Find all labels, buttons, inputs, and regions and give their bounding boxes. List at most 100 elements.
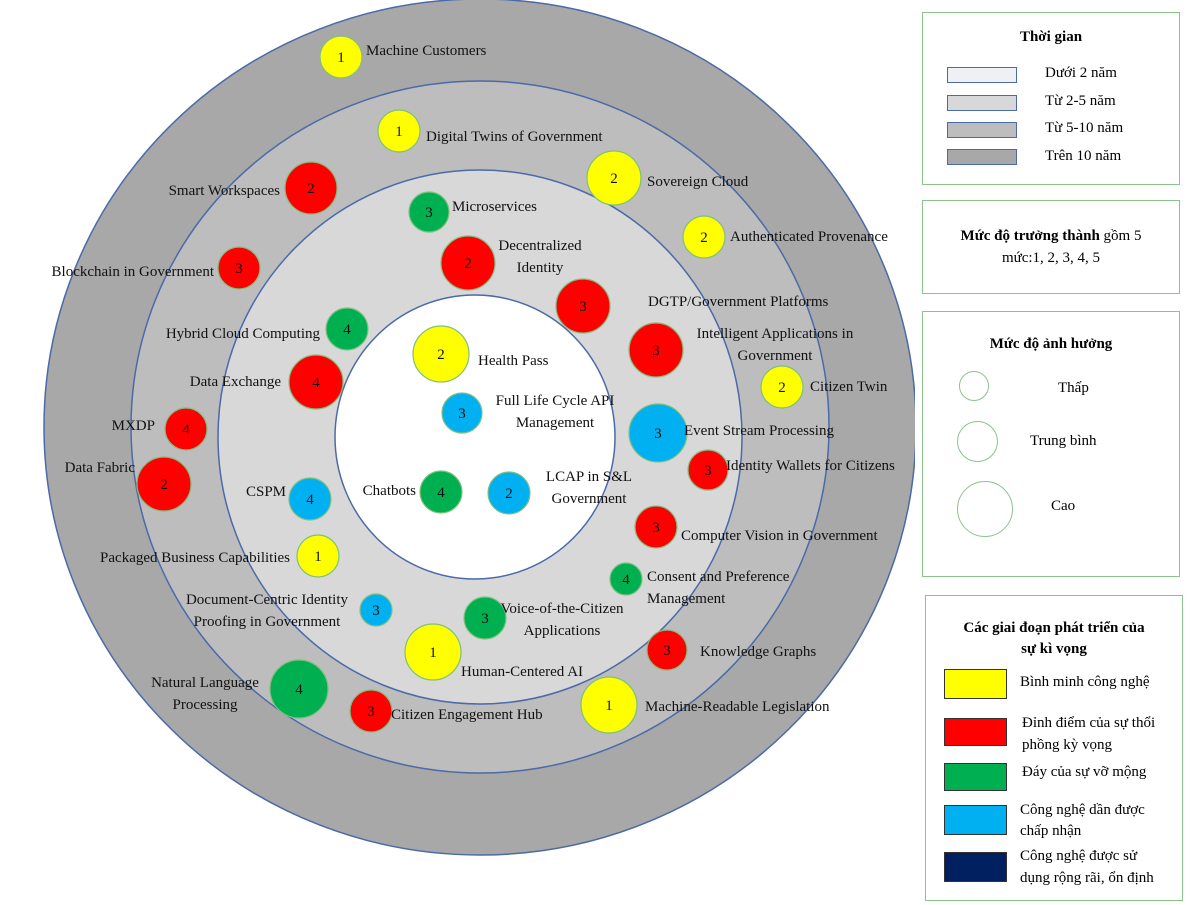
blip-level-identity-wallets-for-citizens: 3 (704, 463, 712, 479)
blip-label-packaged-business-capabilities: Packaged Business Capabilities (100, 550, 290, 566)
stage-slope-swatch (944, 805, 1007, 835)
blip-label-computer-vision-in-government: Computer Vision in Government (681, 528, 879, 544)
legend-time-label-3: Từ 5-10 năm (1045, 120, 1124, 136)
blip-level-health-pass: 2 (437, 347, 445, 363)
blip-microservices (408, 191, 450, 233)
blip-cspm (288, 477, 332, 521)
blip-level-machine-customers: 1 (337, 50, 345, 66)
blip-level-authenticated-provenance: 2 (700, 230, 708, 246)
blip-label-chatbots: Chatbots (363, 483, 416, 499)
blip-level-microservices: 3 (425, 205, 433, 221)
blip-level-digital-twins-of-government: 1 (395, 124, 403, 140)
blip-label-cspm: CSPM (246, 484, 286, 500)
blip-level-event-stream-processing: 3 (654, 426, 662, 442)
blip-level-chatbots: 4 (437, 485, 445, 501)
blip-dgtp-government-platforms (555, 278, 611, 334)
impact-high-label: Cao (1051, 498, 1076, 514)
blip-smart-workspaces (284, 161, 338, 215)
blip-label-citizen-twin: Citizen Twin (810, 379, 888, 395)
blip-level-document-centric-identity-proofing-in-government: 3 (372, 603, 380, 619)
blip-level-computer-vision-in-government: 3 (652, 520, 660, 536)
blip-level-sovereign-cloud: 2 (610, 171, 618, 187)
legend-stage-title-1: Các giai đoạn phát triển của (963, 620, 1145, 636)
stage-peak-swatch (944, 718, 1007, 746)
legend-maturity-title: Mức độ trưởng thành (960, 228, 1100, 244)
blip-level-decentralized-identity: 2 (464, 256, 472, 272)
stage-plateau-label-2: dụng rộng rãi, ổn định (1020, 870, 1154, 886)
blip-citizen-twin (760, 365, 804, 409)
blip-label-authenticated-provenance: Authenticated Provenance (730, 229, 888, 245)
legend-time-swatch-1 (947, 67, 1017, 83)
blip-label-data-fabric: Data Fabric (65, 460, 136, 476)
legend-impact-title: Mức độ ảnh hưởng (989, 336, 1113, 352)
blip-chatbots (419, 470, 463, 514)
blip-mxdp (164, 407, 208, 451)
blip-human-centered-ai (404, 623, 462, 681)
blip-level-citizen-engagement-hub: 3 (367, 704, 375, 720)
blip-level-human-centered-ai: 1 (429, 645, 437, 661)
blip-level-dgtp-government-platforms: 3 (579, 299, 587, 315)
blip-level-citizen-twin: 2 (778, 380, 786, 396)
legend-time-swatch-4 (947, 149, 1017, 165)
blip-label-knowledge-graphs: Knowledge Graphs (700, 644, 816, 660)
blip-label-dgtp-government-platforms: DGTP/Government Platforms (648, 294, 829, 310)
impact-medium-label: Trung bình (1030, 433, 1097, 449)
impact-high-circle (957, 481, 1013, 537)
blip-lcap-in-s-l-government (487, 471, 531, 515)
stage-peak-label-2: phồng kỳ vọng (1022, 737, 1112, 753)
blip-label-blockchain-in-government: Blockchain in Government (52, 264, 215, 280)
blip-label-mxdp: MXDP (112, 418, 155, 434)
impact-low-circle (959, 371, 989, 401)
legend-time-swatch-2 (947, 95, 1017, 111)
blip-label-identity-wallets-for-citizens: Identity Wallets for Citizens (726, 458, 895, 474)
legend-maturity-line2: mức:1, 2, 3, 4, 5 (1001, 250, 1101, 266)
legend-stage-title-2: sự kì vọng (1021, 641, 1087, 657)
legend-time-title: Thời gian (1019, 29, 1083, 45)
blip-label-machine-readable-legislation: Machine-Readable Legislation (645, 699, 830, 715)
blip-level-natural-language-processing: 4 (295, 682, 303, 698)
blip-knowledge-graphs (646, 629, 688, 671)
stage-trough-swatch (944, 763, 1007, 791)
blip-level-machine-readable-legislation: 1 (605, 698, 613, 714)
blip-level-consent-and-preference-management: 4 (622, 572, 630, 588)
legend-time: Thời gian Dưới 2 năm Từ 2-5 năm Từ 5-10 … (922, 12, 1180, 185)
blip-label-microservices: Microservices (452, 199, 537, 215)
legend-maturity-rest: gồm 5 (1099, 228, 1142, 244)
blip-level-cspm: 4 (306, 492, 314, 508)
blip-level-full-life-cycle-api-management: 3 (458, 406, 466, 422)
blip-packaged-business-capabilities (296, 534, 340, 578)
blip-level-smart-workspaces: 2 (307, 181, 315, 197)
blip-level-mxdp: 4 (182, 422, 190, 438)
stage-plateau-label-1: Công nghệ được sử (1020, 848, 1138, 864)
blip-level-packaged-business-capabilities: 1 (314, 549, 322, 565)
impact-medium-circle (957, 421, 998, 462)
blip-intelligent-applications-in-government (628, 322, 684, 378)
blip-blockchain-in-government (217, 246, 261, 290)
blip-machine-readable-legislation (580, 676, 638, 734)
blip-label-data-exchange: Data Exchange (190, 374, 282, 390)
blip-consent-and-preference-management (609, 562, 643, 596)
blip-data-exchange (288, 354, 344, 410)
blip-level-blockchain-in-government: 3 (235, 261, 243, 277)
blip-label-smart-workspaces: Smart Workspaces (169, 183, 281, 199)
stage-dawn-label: Bình minh công nghệ (1020, 674, 1150, 690)
blip-label-citizen-engagement-hub: Citizen Engagement Hub (391, 707, 543, 723)
blip-label-sovereign-cloud: Sovereign Cloud (647, 174, 749, 190)
blip-data-fabric (136, 456, 192, 512)
blip-label-machine-customers: Machine Customers (366, 43, 487, 59)
blip-level-intelligent-applications-in-government: 3 (652, 343, 660, 359)
blip-level-hybrid-cloud-computing: 4 (343, 322, 351, 338)
impact-low-label: Thấp (1058, 380, 1089, 396)
blip-level-knowledge-graphs: 3 (663, 643, 671, 659)
blip-decentralized-identity (440, 235, 496, 291)
blip-authenticated-provenance (682, 215, 726, 259)
stage-dawn-swatch (944, 669, 1007, 699)
blip-document-centric-identity-proofing-in-government (359, 593, 393, 627)
blip-label-digital-twins-of-government: Digital Twins of Government (426, 129, 603, 145)
